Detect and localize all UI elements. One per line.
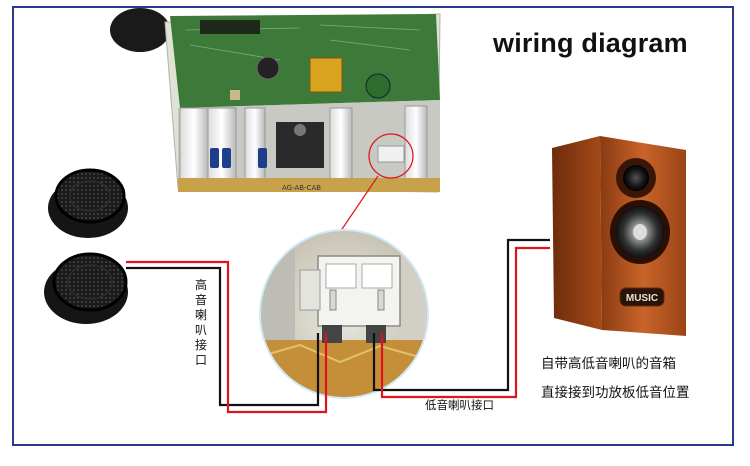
speaker-caption-line-2: 直接接到功放板低音位置 <box>541 385 690 401</box>
woofer-port-label: 低音喇叭接口 <box>425 398 494 412</box>
speaker-cabinet: MUSIC <box>552 136 686 336</box>
heat-sink-fins <box>179 105 428 191</box>
transformer <box>309 57 343 93</box>
speaker-caption-line-1: 自带高低音喇叭的音箱 <box>541 356 676 372</box>
tweeter-port-label: 高 音 喇 叭 接 口 <box>194 278 207 367</box>
connector-highlight-circle <box>368 133 414 179</box>
woofer-wires <box>372 238 550 399</box>
capacitor <box>256 56 280 80</box>
connector-side <box>299 269 321 311</box>
ic-chip <box>200 20 260 34</box>
board-marking: AG-AB-CAB <box>282 184 321 192</box>
music-badge <box>619 287 665 307</box>
tweeter-bottom <box>44 252 128 324</box>
tweeter-wires <box>126 260 328 414</box>
board-speaker-edge <box>110 8 170 52</box>
music-badge-text: MUSIC <box>626 293 658 304</box>
board-connector <box>377 145 405 163</box>
amplifier-board: AG-AB-CAB <box>110 8 441 193</box>
tweeter-top <box>48 168 128 238</box>
capacitor <box>365 73 391 99</box>
diagram-title: wiring diagram <box>493 28 688 58</box>
connector-zoom <box>259 229 429 399</box>
zoom-leader-line <box>335 175 379 239</box>
